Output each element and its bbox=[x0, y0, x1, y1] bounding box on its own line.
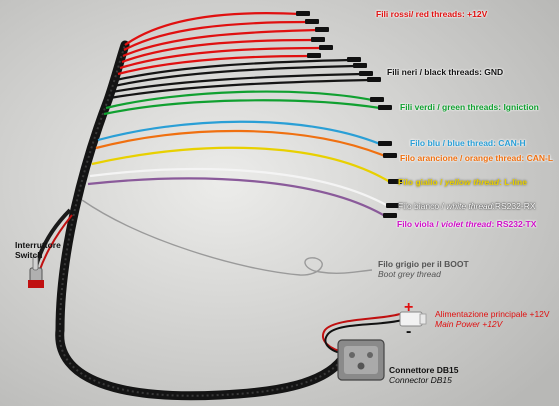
label-black-text: Fili neri / black threads: GND bbox=[387, 67, 504, 77]
label-connector-en: Connector DB15 bbox=[389, 375, 452, 385]
label-grey-en: Boot grey thread bbox=[378, 269, 441, 279]
label-connector: Connettore DB15 Connector DB15 bbox=[389, 365, 458, 385]
label-yellow-rest: : L-line bbox=[499, 177, 527, 187]
label-red-threads: Fili rossi/ red threads: +12V bbox=[376, 9, 487, 19]
label-switch-en: Switch bbox=[15, 250, 43, 260]
label-white-thread: Filo bianco / white thread:RS232-RX bbox=[398, 201, 536, 211]
label-power-it: Alimentazione principale +12V bbox=[435, 309, 550, 319]
power-plug-icon bbox=[322, 311, 427, 355]
label-violet-rest: : RS232-TX bbox=[491, 219, 537, 229]
label-red-text: Fili rossi/ red threads: +12V bbox=[376, 9, 488, 19]
label-switch: Interruttore Switch bbox=[15, 240, 61, 260]
label-yellow-it: Filo giallo / bbox=[398, 177, 445, 187]
label-violet-thread: Filo viola / violet thread: RS232-TX bbox=[397, 219, 536, 229]
label-green-threads: Fili verdi / green threads: Igniction bbox=[400, 102, 539, 112]
label-power-en: Main Power +12V bbox=[435, 319, 503, 329]
label-grey-it: Filo grigio per il BOOT bbox=[378, 259, 469, 269]
label-blue-thread: Filo blu / blue thread: CAN-H bbox=[410, 138, 526, 148]
label-main-power: Alimentazione principale +12V Main Power… bbox=[435, 309, 550, 329]
label-yellow-thread: Filo giallo / yellow thread: L-line bbox=[398, 177, 527, 187]
label-black-threads: Fili neri / black threads: GND bbox=[387, 67, 503, 77]
label-connector-it: Connettore DB15 bbox=[389, 365, 459, 375]
label-grey-boot: Filo grigio per il BOOT Boot grey thread bbox=[378, 259, 469, 279]
plus-symbol: + bbox=[404, 299, 414, 316]
db15-connector-icon bbox=[337, 339, 385, 381]
label-blue-text: Filo blu / blue thread: CAN-H bbox=[410, 138, 526, 148]
label-violet-en: violet thread bbox=[440, 219, 492, 229]
toggle-switch-icon bbox=[28, 255, 44, 288]
label-orange-thread: Filo arancione / orange thread: CAN-L bbox=[400, 153, 553, 163]
label-green-text: Fili verdi / green threads: Igniction bbox=[400, 102, 539, 112]
label-yellow-en: yellow thread bbox=[444, 177, 500, 187]
label-orange-text: Filo arancione / orange thread: CAN-L bbox=[400, 153, 554, 163]
label-white-rest: :RS232-RX bbox=[492, 201, 536, 211]
label-white-en: white thread bbox=[446, 201, 493, 211]
minus-symbol: - bbox=[406, 323, 412, 340]
label-white-it: Filo bianco / bbox=[398, 201, 447, 211]
label-switch-it: Interruttore bbox=[15, 240, 61, 250]
label-violet-it: Filo viola / bbox=[397, 219, 441, 229]
